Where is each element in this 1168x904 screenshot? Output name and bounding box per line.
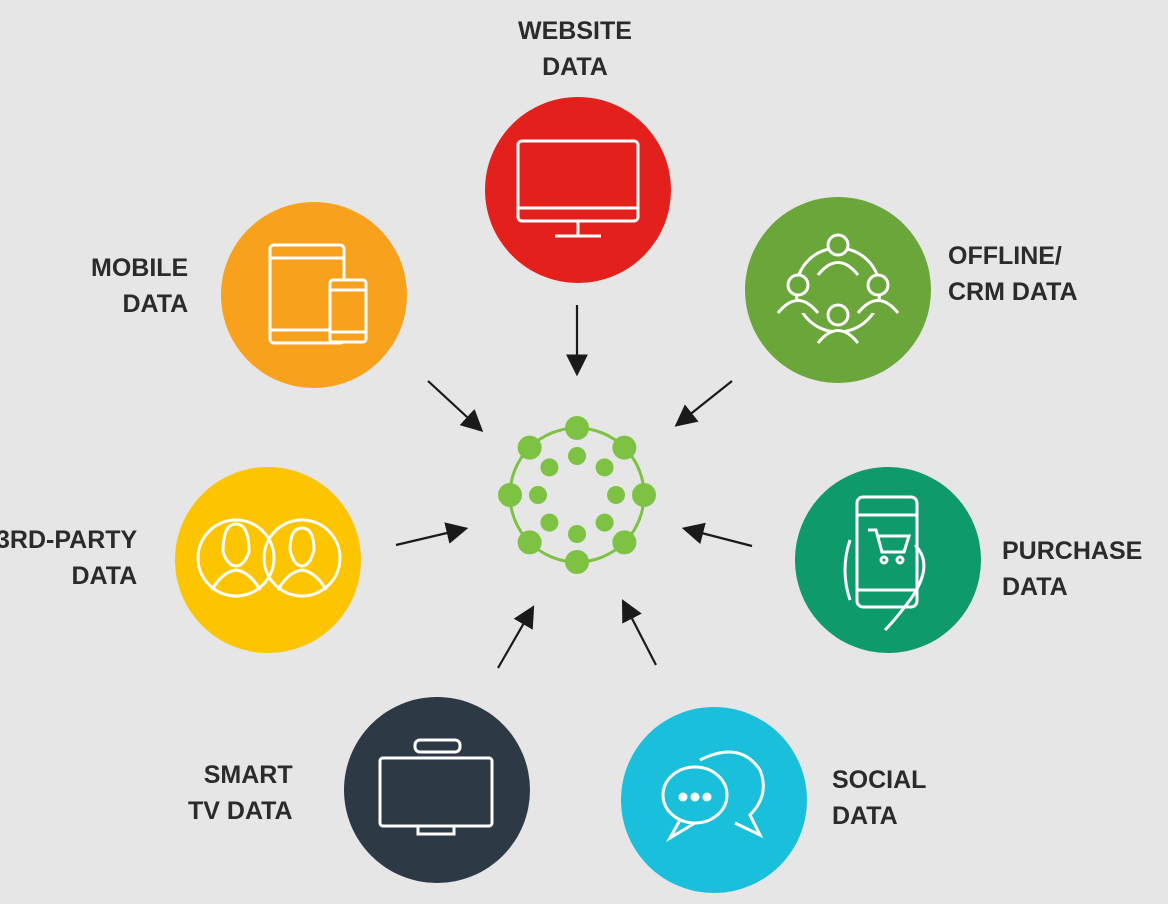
arrow-smarttv [497, 605, 535, 669]
arrow-purchase [681, 522, 753, 548]
offline-circle [745, 197, 931, 383]
smarttv-circle [344, 697, 530, 883]
hub-inner-node [540, 513, 559, 532]
hub-inner-node [595, 513, 614, 532]
monitor-icon [516, 139, 640, 238]
phone-cart-icon [843, 495, 926, 632]
arrow-mobile [427, 380, 484, 432]
third-party-data-label: 3RD-PARTY DATA [0, 526, 138, 590]
data-hub-icon [498, 416, 656, 574]
hub-inner-node [595, 458, 614, 477]
hub-inner-node [607, 486, 625, 504]
tablet-phone-icon [268, 243, 368, 345]
users-icon [196, 518, 342, 598]
thirdparty-circle [175, 467, 361, 653]
hub-outer-node [565, 550, 589, 574]
arrow-social [621, 599, 657, 666]
website-circle [485, 97, 671, 283]
hub-outer-node [565, 416, 589, 440]
tv-icon [378, 738, 494, 836]
hub-inner-node [529, 486, 547, 504]
hub-inner-node [568, 447, 586, 465]
chat-bubbles-icon [661, 750, 765, 843]
people-network-icon [776, 233, 900, 344]
offline-crm-data-label: OFFLINE/ CRM DATA [948, 242, 1078, 306]
website-data-label: WEBSITE DATA [518, 17, 632, 81]
hub-outer-node [517, 435, 542, 460]
hub-outer-node [517, 530, 542, 555]
mobile-circle [221, 202, 407, 388]
smart-tv-data-label: SMART TV DATA [188, 761, 293, 825]
purchase-data-label: PURCHASE DATA [1002, 537, 1143, 601]
mobile-data-label: MOBILE DATA [91, 254, 189, 318]
arrow-offline [674, 380, 733, 427]
arrow-thirdparty [395, 522, 469, 547]
social-data-label: SOCIAL DATA [832, 766, 927, 830]
hub-outer-node [612, 435, 637, 460]
hub-inner-node [540, 458, 559, 477]
hub-inner-node [568, 525, 586, 543]
hub-outer-node [498, 483, 522, 507]
hub-outer-node [632, 483, 656, 507]
social-circle [621, 707, 807, 893]
hub-outer-node [612, 530, 637, 555]
